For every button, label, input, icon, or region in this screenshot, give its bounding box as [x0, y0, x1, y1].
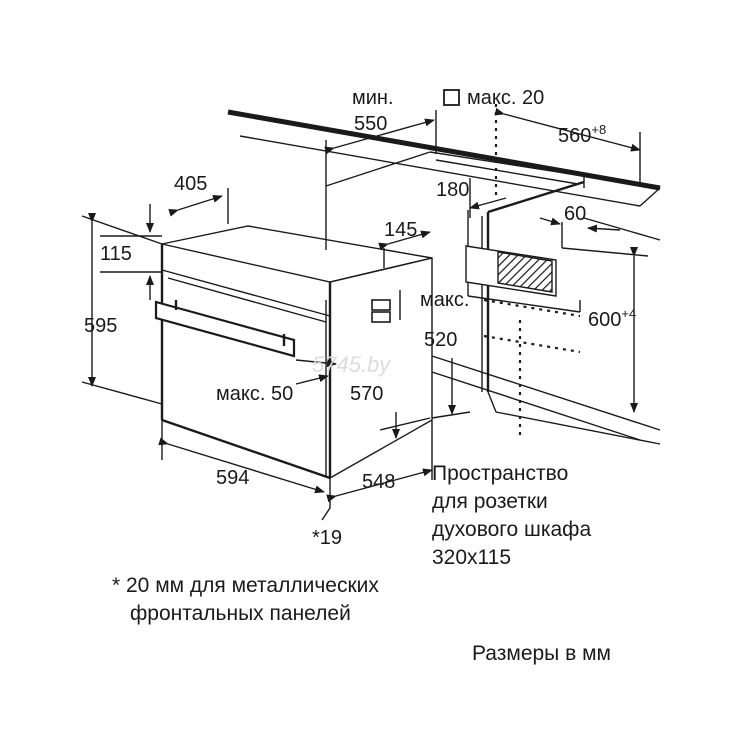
dimension-labels: мин. 550 макс. 20 560+8 405 180 60 145 1… — [84, 87, 636, 549]
label-max-50: макс. 50 — [216, 383, 293, 405]
footnote-line2: фронтальных панелей — [130, 602, 351, 625]
socket-note-line4: 320x115 — [432, 546, 511, 569]
socket-note-line3: духового шкафа — [432, 518, 591, 541]
label-cab-depth: 560+8 — [558, 122, 606, 147]
square-icon — [443, 89, 460, 106]
label-520: 520 — [424, 329, 457, 351]
cabinet-niche — [325, 151, 661, 445]
dimension-lines — [81, 107, 661, 521]
label-60: 60 — [564, 203, 586, 225]
label-max: макс. — [420, 289, 469, 311]
label-width-594: 594 — [216, 467, 249, 489]
label-cab-width: 550 — [354, 113, 387, 135]
label-180: 180 — [436, 179, 469, 201]
socket-zone — [465, 245, 557, 297]
socket-note-line2: для розетки — [432, 490, 548, 513]
label-square-max: макс. 20 — [467, 87, 544, 109]
label-footnote-ref: *19 — [312, 527, 342, 549]
footnote-line1: * 20 мм для металлических — [112, 574, 379, 597]
label-height-595: 595 — [84, 315, 117, 337]
label-145: 145 — [384, 219, 417, 241]
socket-note-line1: Пространство — [432, 462, 568, 485]
label-cab-min: мин. — [352, 87, 394, 109]
label-niche-height: 600+4 — [588, 306, 636, 331]
oven — [154, 225, 433, 480]
label-depth-548: 548 — [362, 471, 395, 493]
label-oven-inset: 405 — [174, 173, 207, 195]
socket-note: Пространство для розетки духового шкафа … — [432, 462, 591, 569]
units-note: Размеры в мм — [472, 642, 611, 665]
countertop — [227, 109, 661, 207]
watermark: 5745.by — [312, 352, 392, 377]
footnote: * 20 мм для металлических фронтальных па… — [112, 574, 379, 625]
label-front-115: 115 — [100, 243, 132, 265]
label-570: 570 — [350, 383, 383, 405]
